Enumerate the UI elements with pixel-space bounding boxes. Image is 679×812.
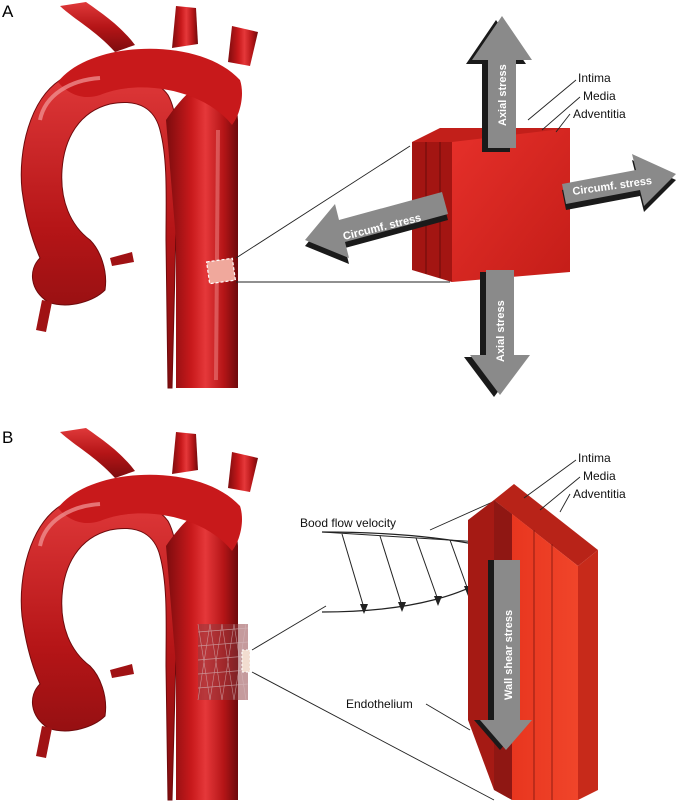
aorta-b-branch-2	[172, 432, 198, 474]
axial-top-body	[472, 16, 532, 148]
circumf-stress-arrow-right: Circumf. stress	[562, 154, 676, 212]
aorta-b-arch-top	[58, 474, 243, 551]
zoom-line-b-top	[251, 605, 327, 651]
coronary-stub-1	[36, 300, 52, 332]
aorta-illustration-a	[20, 2, 258, 389]
aorta-highlight-2	[214, 129, 220, 381]
aorta-branch-1	[60, 2, 135, 52]
velocity-vector-4	[449, 539, 469, 591]
layer-label-adventitia-b: Adventitia	[573, 487, 626, 501]
layer-label-media-b: Media	[583, 469, 616, 483]
aorta-descending	[166, 78, 238, 388]
endothelium-face	[468, 500, 494, 790]
panel-a-letter: A	[2, 2, 14, 21]
circ-right-body	[562, 154, 676, 206]
leader-adventitia-a	[555, 113, 571, 133]
slab-top-face	[494, 484, 598, 566]
velocity-vector-1	[341, 533, 365, 609]
velocity-arrowhead-3	[434, 596, 442, 606]
leader-intima-a	[527, 79, 577, 121]
panel-b: B	[2, 428, 626, 801]
leader-adventitia-b	[559, 493, 571, 513]
endothelium-label: Endothelium	[346, 697, 413, 711]
slab-front-face	[512, 514, 578, 800]
tissue-patch-a	[205, 257, 237, 285]
axial-stress-bottom-label: Axial stress	[495, 300, 507, 362]
tissue-slab-b	[468, 484, 598, 800]
wall-shear-stress-label: Wall shear stress	[503, 610, 515, 700]
axial-stress-arrow-bottom: Axial stress	[464, 270, 530, 397]
tissue-patch-b	[241, 649, 251, 673]
leader-media-a	[541, 96, 581, 131]
stent-region	[198, 624, 248, 700]
shear-body	[480, 560, 532, 750]
velocity-vector-3	[415, 537, 439, 601]
axial-bottom-body	[470, 270, 530, 395]
leader-intima-b	[523, 459, 577, 499]
panel-b-letter: B	[2, 428, 13, 447]
aorta-highlight	[38, 76, 101, 121]
coronary-b-stub-1	[36, 726, 52, 758]
layer-label-intima-b: Intima	[578, 451, 611, 465]
aorta-b-highlight	[38, 502, 101, 547]
cube-front-face	[452, 128, 570, 282]
panel-a: A	[2, 2, 676, 397]
leader-media-b	[539, 476, 581, 511]
velocity-arrowhead-1	[360, 604, 368, 614]
layer-label-media-a: Media	[583, 89, 616, 103]
layer-label-intima-a: Intima	[578, 71, 611, 85]
aorta-arch-top	[58, 48, 243, 125]
aorta-branch-2	[172, 6, 198, 48]
stent-struts	[197, 623, 247, 701]
aorta-b-branch-1	[60, 428, 135, 478]
zoom-line-b-bottom	[251, 671, 495, 801]
velocity-vector-2	[379, 535, 403, 607]
axial-stress-arrow-top: Axial stress	[466, 16, 532, 152]
coronary-stub-2	[110, 252, 134, 266]
aorta-branch-3	[228, 26, 258, 66]
aorta-illustration-b	[20, 428, 258, 801]
aorta-arch	[20, 68, 179, 389]
leader-endothelium	[425, 703, 471, 731]
axial-stress-top-label: Axial stress	[497, 64, 509, 126]
wall-shear-stress-arrow: Wall shear stress	[474, 560, 532, 750]
circ-left-body	[305, 192, 448, 258]
layer-label-adventitia-a: Adventitia	[573, 107, 626, 121]
tissue-cube-a	[412, 128, 570, 282]
stent-mesh	[197, 623, 251, 701]
flow-velocity-label: Bood flow velocity	[300, 516, 396, 530]
aorta-b-branch-3	[228, 452, 258, 492]
slab-side-face	[578, 550, 598, 800]
velocity-arrowhead-2	[398, 602, 406, 612]
zoom-line-a-top	[235, 145, 411, 259]
coronary-b-stub-2	[110, 664, 134, 678]
